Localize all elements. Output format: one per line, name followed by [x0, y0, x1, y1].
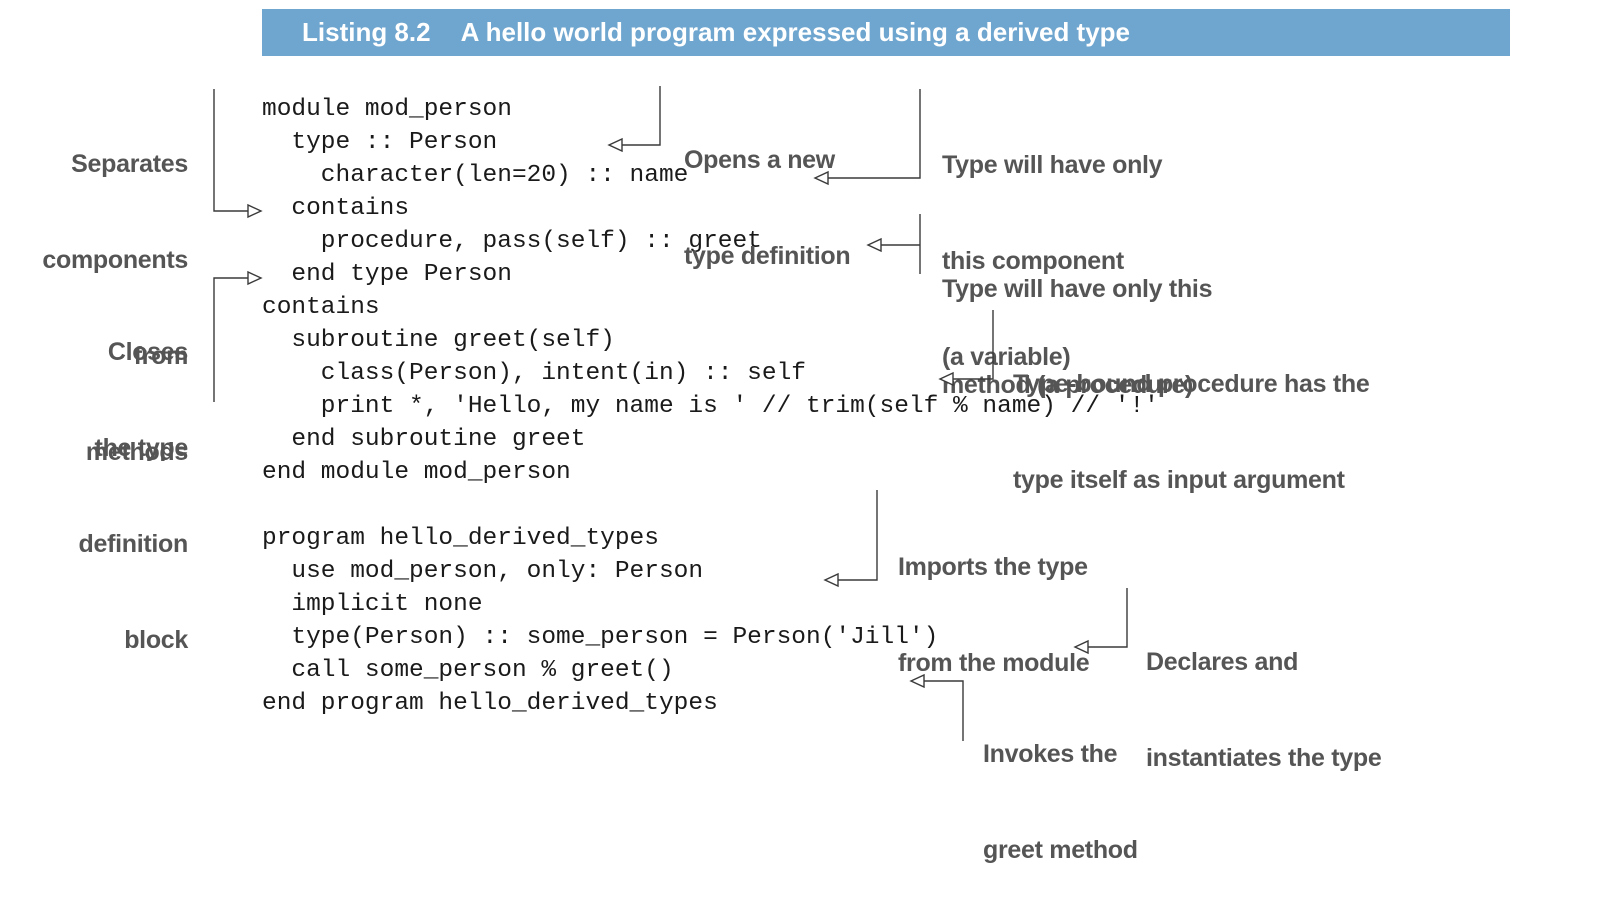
- annotation-invokes: Invokes the greet method: [983, 674, 1138, 898]
- annotation-line: definition: [78, 530, 189, 558]
- annotation-line: Closes: [107, 338, 188, 366]
- annotation-line: the type: [94, 434, 189, 462]
- annotation-opens: Opens a new type definition: [684, 80, 851, 304]
- annotation-line: components: [42, 246, 188, 274]
- code-line: procedure, pass(self) :: greet: [262, 228, 762, 255]
- arrow-head: [247, 203, 263, 219]
- annotation-closes: Closes the type definition block: [78, 272, 189, 688]
- arrow-head: [823, 572, 839, 588]
- annotation-imports: Imports the type from the module: [898, 487, 1090, 711]
- callout-line: [838, 490, 878, 581]
- callout-line: [622, 86, 661, 146]
- code-line: subroutine greet(self): [262, 327, 615, 354]
- listing-number: Listing 8.2: [302, 17, 431, 47]
- code-line: contains: [262, 294, 380, 321]
- listing-title: A hello world program expressed using a …: [460, 17, 1131, 47]
- annotation-line: from: [133, 342, 189, 370]
- annotation-line: Separates: [71, 150, 188, 178]
- annotation-line: Type-bound procedure has the: [1013, 370, 1370, 398]
- code-line: end module mod_person: [262, 459, 571, 486]
- annotation-line: methods: [85, 438, 188, 466]
- annotation-line: type itself as input argument: [1013, 466, 1345, 494]
- annotation-declares: Declares and instantiates the type: [1146, 582, 1382, 806]
- annotation-line: Type will have only: [942, 151, 1163, 179]
- code-line: implicit none: [262, 591, 483, 618]
- arrow-head: [247, 270, 263, 286]
- annotation-bound: Type-bound procedure has the type itself…: [1013, 304, 1370, 528]
- code-line: use mod_person, only: Person: [262, 558, 704, 585]
- arrow-head: [866, 237, 882, 253]
- code-line: type :: Person: [262, 129, 498, 156]
- annotation-line: from the module: [898, 649, 1090, 677]
- code-line: character(len=20) :: name: [262, 162, 689, 189]
- callout-line: [1088, 588, 1128, 648]
- code-line: end program hello_derived_types: [262, 690, 718, 717]
- annotation-component: Type will have only this component (a va…: [942, 85, 1163, 405]
- code-line: call some_person % greet(): [262, 657, 674, 684]
- code-line: module mod_person: [262, 96, 512, 123]
- annotation-line: Opens a new: [684, 146, 835, 174]
- annotation-line: type definition: [684, 242, 851, 270]
- annotation-line: Type will have only this: [942, 275, 1213, 303]
- code-line: class(Person), intent(in) :: self: [262, 360, 806, 387]
- annotation-line: block: [124, 626, 188, 654]
- annotation-line: greet method: [983, 836, 1138, 864]
- code-block: module mod_person type :: Person charact…: [262, 93, 1159, 717]
- annotation-separates: Separates components from methods: [42, 84, 188, 500]
- annotation-line: Invokes the: [983, 740, 1118, 768]
- code-line: program hello_derived_types: [262, 525, 659, 552]
- annotation-line: instantiates the type: [1146, 744, 1382, 772]
- annotation-line: Imports the type: [898, 553, 1088, 581]
- listing-header: Listing 8.2 A hello world program expres…: [262, 9, 1510, 56]
- annotation-line: Declares and: [1146, 648, 1299, 676]
- code-line: end type Person: [262, 261, 512, 288]
- code-line: contains: [262, 195, 410, 222]
- code-line: end subroutine greet: [262, 426, 586, 453]
- code-line: print *, 'Hello, my name is ' // trim(se…: [262, 393, 1159, 420]
- annotation-line: this component: [942, 247, 1124, 275]
- code-line: type(Person) :: some_person = Person('Ji…: [262, 624, 939, 651]
- callout-line: [213, 89, 248, 212]
- callout-line: [213, 277, 248, 402]
- arrow-head: [607, 137, 623, 153]
